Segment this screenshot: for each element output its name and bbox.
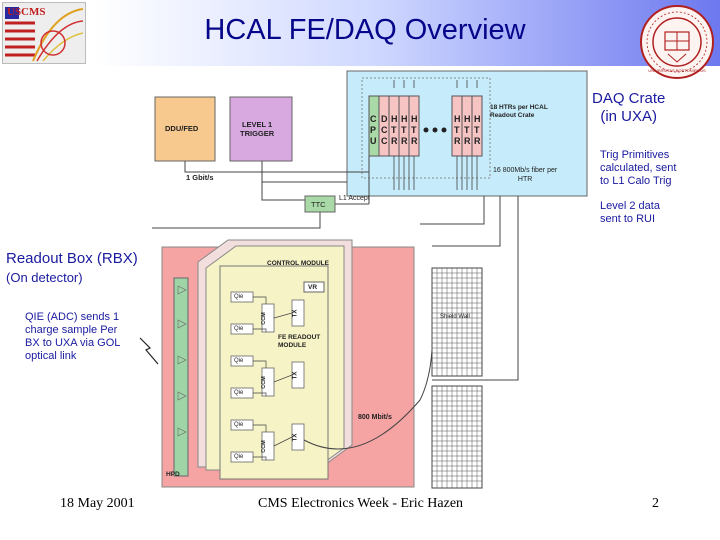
shield-wall-label: Shield Wall <box>440 314 470 320</box>
qie-label-6: Qie <box>234 454 244 460</box>
vr-label: VR <box>308 284 318 291</box>
l1-accept-label: L1 Accept <box>339 195 370 202</box>
rate-800-label: 800 Mbit/s <box>358 414 392 421</box>
qie-label-4: Qie <box>234 390 244 396</box>
slide-title: HCAL FE/DAQ Overview <box>204 14 526 46</box>
level1-trigger-box <box>229 96 293 162</box>
crate-col-htr-1: H T R <box>391 114 398 146</box>
ccm-label-1: CCM <box>260 312 267 325</box>
rbx-title-text: Readout Box (RBX) <box>6 250 138 267</box>
title-band <box>95 0 720 66</box>
htr-note: 18 HTRs per HCAL Readout Crate <box>490 104 548 119</box>
rbx-sub-text: (On detector) <box>6 270 83 285</box>
footer-date: 18 May 2001 <box>60 496 135 511</box>
university-seal-graphic <box>640 5 714 79</box>
ttc-label: TTC <box>311 200 326 209</box>
trig-primitives-text: Trig Primitives calculated, sent to L1 C… <box>600 149 677 187</box>
tx-label-3: TX <box>292 433 299 442</box>
hpd-label: HPD <box>166 471 180 478</box>
hpd-column <box>173 277 189 477</box>
control-module-label: CONTROL MODULE <box>267 260 329 267</box>
qie-label-1: Qie <box>234 294 244 300</box>
gbit-label: 1 Gbit/s <box>186 173 214 182</box>
uscms-logo: USCMS <box>2 2 86 64</box>
tx-label-2: TX <box>292 371 299 380</box>
page-number: 2 <box>652 496 659 511</box>
ddu-fed-label: DDU/FED <box>165 124 199 133</box>
qie-label-3: Qie <box>234 358 244 364</box>
ddu-fed-box <box>154 96 216 162</box>
uscms-logo-text: USCMS <box>7 6 46 18</box>
crate-col-htr-4: H T R <box>454 114 461 146</box>
ccm-label-2: CCM <box>260 376 267 389</box>
crate-col-htr-6: H T R <box>474 114 481 146</box>
qie-label-5: Qie <box>234 422 244 428</box>
crate-col-htr-2: H T R <box>401 114 408 146</box>
crate-col-htr-3: H T R <box>411 114 418 146</box>
crate-col-cpu: C P U <box>370 114 377 146</box>
university-seal-text: UNIVERSITAS BOSTONIENSIS <box>648 68 706 73</box>
daq-crate-text: DAQ Crate (in UXA) <box>592 90 666 125</box>
level2-text: Level 2 data sent to RUI <box>600 200 660 225</box>
footer-event: CMS Electronics Week - Eric Hazen <box>258 496 464 511</box>
ttc-box <box>304 195 336 213</box>
crate-col-dcc: D C C <box>381 114 388 146</box>
ccm-label-3: CCM <box>260 440 267 453</box>
fe-readout-label: FE READOUT MODULE <box>278 334 321 349</box>
university-seal: UNIVERSITAS BOSTONIENSIS <box>638 4 716 80</box>
qie-label-2: Qie <box>234 326 244 332</box>
uscms-logo-graphic <box>3 3 85 63</box>
level1-trigger-label: LEVEL 1 TRIGGER <box>240 120 275 138</box>
qie-note-text: QIE (ADC) sends 1 charge sample Per BX t… <box>25 311 121 362</box>
crate-col-htr-5: H T R <box>464 114 471 146</box>
fiber-note: 16 800Mb/s fiber per HTR <box>493 167 558 183</box>
tx-label-1: TX <box>292 309 299 318</box>
